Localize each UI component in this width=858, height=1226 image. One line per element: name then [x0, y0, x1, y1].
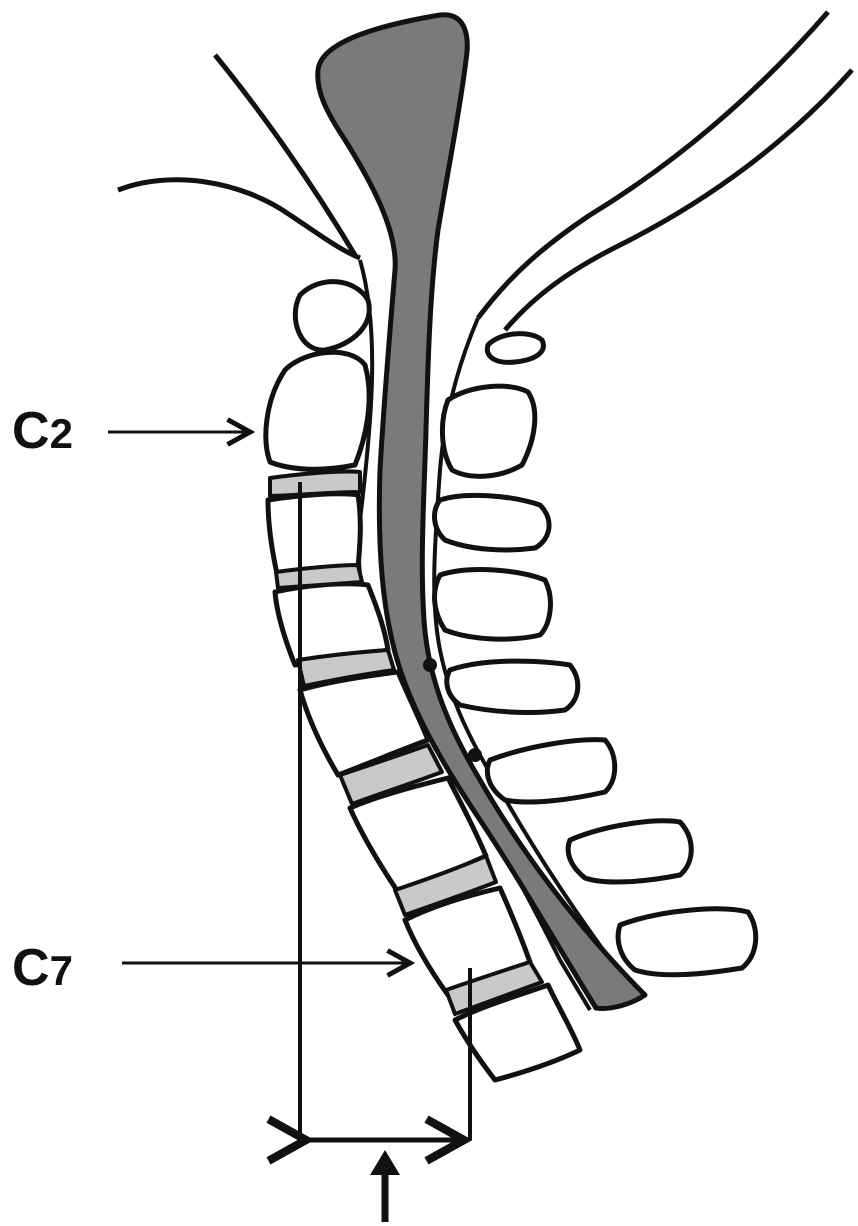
posterior-neck-line-outer — [478, 12, 828, 318]
label-c2-letter: C — [12, 402, 50, 460]
posterior-neck-line-inner — [505, 70, 852, 330]
disc-c2-c3 — [270, 471, 360, 496]
spinous-c1 — [487, 334, 543, 363]
spinous-c6 — [487, 740, 614, 802]
vertebra-c1 — [295, 282, 369, 350]
spinous-c7 — [568, 821, 691, 882]
label-c7: C7 — [12, 939, 73, 997]
spinous-c2 — [442, 386, 534, 476]
label-c2: C2 — [12, 402, 73, 460]
canal-marker-dot — [468, 748, 482, 762]
spinous-c5 — [447, 661, 578, 712]
label-c7-number: 7 — [50, 947, 73, 994]
label-c2-number: 2 — [50, 410, 73, 457]
disc-c3-c4 — [276, 565, 362, 588]
spinous-t1 — [618, 909, 756, 975]
spinous-c4 — [435, 570, 551, 640]
canal-marker-dot — [423, 658, 437, 672]
arrow-up-head — [370, 1150, 400, 1175]
vertebra-c2 — [266, 352, 369, 469]
spinous-c3 — [435, 495, 550, 550]
label-c7-letter: C — [12, 939, 50, 997]
occiput-curve — [118, 180, 360, 258]
